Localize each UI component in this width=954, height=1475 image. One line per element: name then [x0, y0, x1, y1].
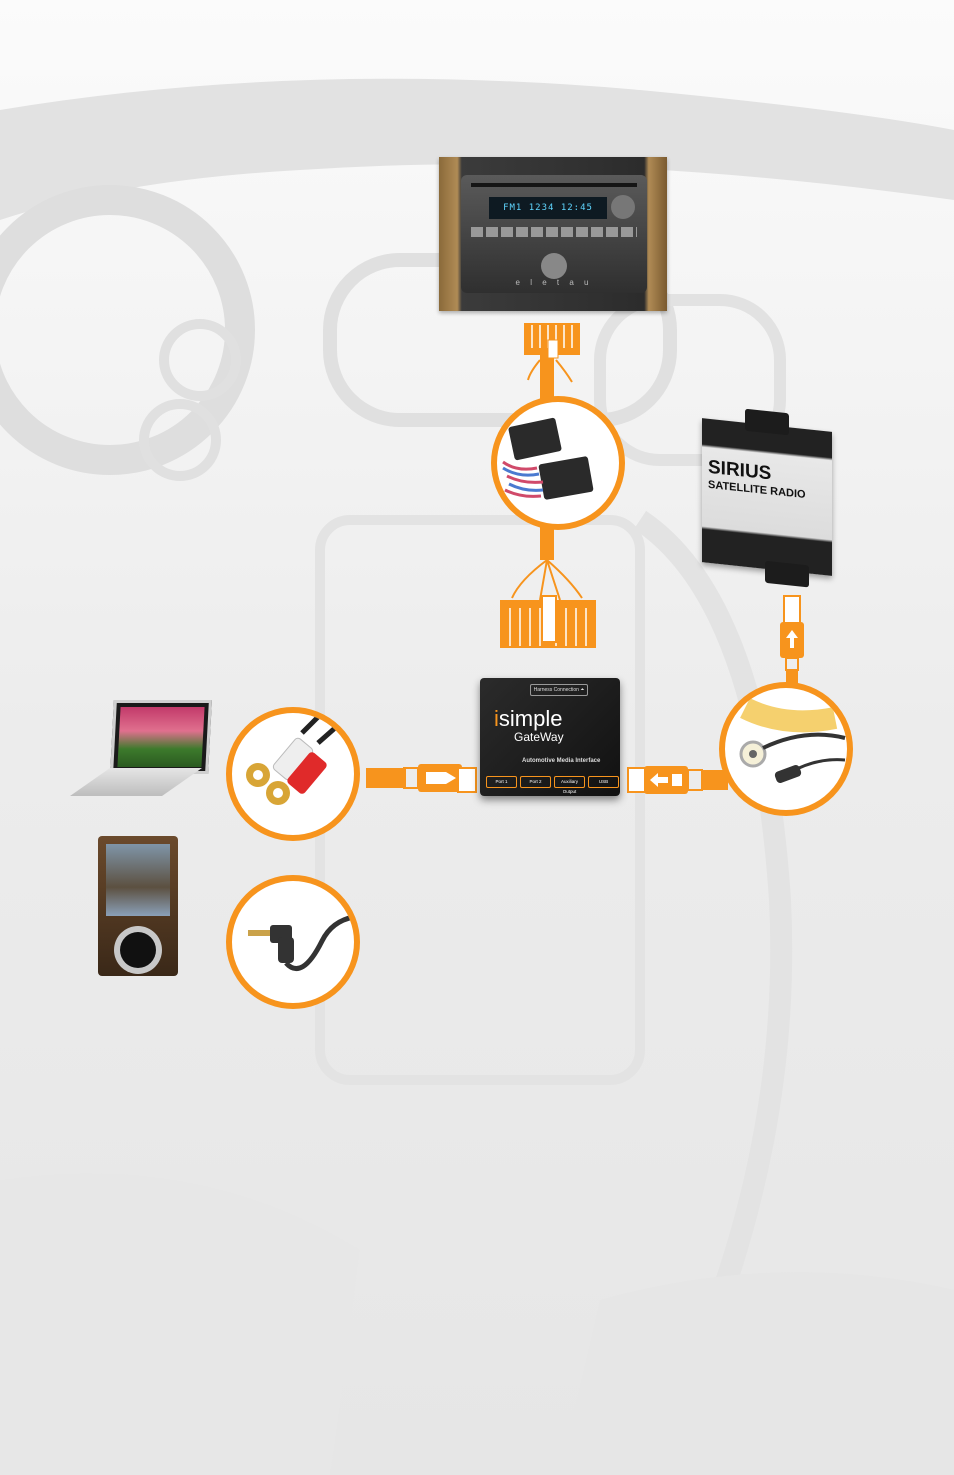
gateway-tagline: Automotive Media Interface	[522, 758, 601, 764]
rca-cable-circle	[226, 707, 360, 841]
harness-connection-label: Harness Connection ⏶	[530, 684, 588, 696]
aux-plug-icon	[248, 914, 354, 971]
gateway-port-row: Port 1 Port 2 Auxiliary Output USB	[486, 776, 619, 794]
aux-3-5mm-cable-circle	[226, 875, 360, 1009]
radio-brand: e l e t a u	[515, 278, 593, 287]
isimple-gateway-box: Harness Connection ⏶ isimple GateWay Aut…	[480, 678, 620, 796]
media-player-screen	[106, 844, 170, 916]
rca-plugs-icon	[246, 713, 354, 805]
preset-buttons	[471, 227, 637, 237]
isimple-logo: isimple	[494, 706, 563, 731]
wiring-harness-icon	[502, 417, 594, 500]
harness-connector-top	[524, 323, 580, 383]
mount-tab-top	[745, 408, 789, 436]
harness-connector-bottom	[500, 559, 596, 648]
volume-knob-icon	[611, 195, 635, 219]
wiring-harness-circle	[491, 396, 625, 530]
port-1-label: Port 1	[486, 776, 517, 788]
rca-cable-icon	[739, 698, 846, 783]
port-2-label: Port 2	[520, 776, 551, 788]
usb-port-label: USB	[588, 776, 619, 788]
dvd-screen-image	[117, 707, 205, 767]
portable-media-player	[98, 836, 178, 976]
cd-slot	[471, 183, 637, 187]
portable-dvd-player	[110, 700, 212, 774]
sirius-cable-circle	[719, 682, 853, 816]
mount-tab-bottom	[765, 560, 809, 588]
media-player-wheel	[120, 932, 156, 968]
tune-knob-icon	[541, 253, 567, 279]
factory-radio-head-unit: FM1 1234 12:45 e l e t a u	[439, 157, 667, 311]
auxiliary-output-label: Auxiliary Output	[554, 776, 585, 794]
radio-display: FM1 1234 12:45	[489, 197, 607, 219]
radio-faceplate: FM1 1234 12:45 e l e t a u	[461, 175, 647, 293]
gateway-logo-sub: GateWay	[514, 730, 564, 744]
sirius-satellite-radio-module: SIRIUS SATELLITE RADIO	[702, 408, 832, 588]
